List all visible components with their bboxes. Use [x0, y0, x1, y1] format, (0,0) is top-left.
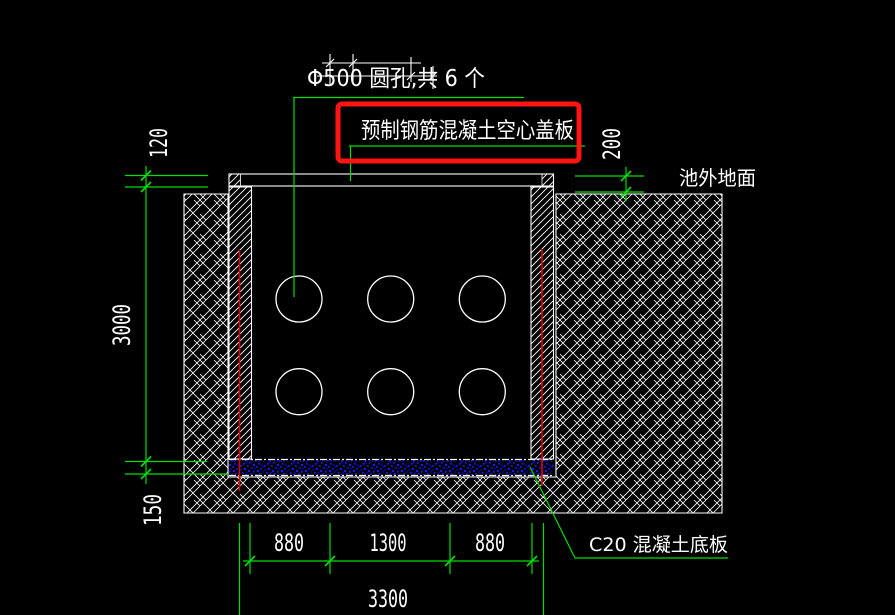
dim-cover-above-ground: 200 — [598, 128, 626, 160]
dimension-lines — [125, 166, 644, 615]
overlap-mark-ticks — [325, 58, 438, 81]
dim-span-total: 3300 — [368, 585, 408, 613]
dim-span-left: 880 — [274, 529, 304, 557]
base-slab — [229, 458, 554, 477]
bottom-extension-lines — [238, 523, 545, 615]
base-slab-fill — [229, 459, 554, 476]
hole-circle — [275, 275, 323, 323]
dim-pool-inner-height: 3000 — [108, 304, 136, 346]
hole-circles — [275, 275, 506, 416]
hole-circle — [367, 368, 415, 416]
cover-plate — [228, 173, 555, 187]
dim-base-thickness: 150 — [139, 494, 167, 526]
hole-circle — [458, 368, 506, 416]
overlap-mark-verticals — [329, 54, 434, 89]
slab-label-text: C20 混凝土底板 — [589, 534, 728, 556]
dim-cover-thickness: 120 — [145, 128, 173, 158]
slab-label-leader — [529, 466, 728, 559]
cover-label-text: 预制钢筋混凝土空心盖板 — [361, 119, 574, 144]
hole-circle — [275, 368, 323, 416]
cover-plate-end-left — [228, 173, 241, 187]
right-dimension-ticks — [620, 170, 632, 198]
overlap-marks — [317, 54, 438, 89]
cover-plate-end-right — [541, 173, 554, 187]
left-dimension-ticks — [140, 169, 152, 480]
hole-circle — [458, 275, 506, 323]
ground-label-text: 池外地面 — [679, 166, 756, 190]
dim-span-middle: 1300 — [370, 529, 407, 557]
left-extension-lines — [125, 174, 228, 475]
ground-section — [183, 193, 723, 514]
overlap-mark-lines — [317, 62, 437, 77]
highlight-box — [335, 101, 582, 164]
hole-note-text: Φ500 圆孔,共 6 个 — [307, 66, 485, 92]
marker-lines — [238, 249, 543, 491]
bottom-dimension-ticks — [244, 555, 538, 567]
hole-circle — [367, 275, 415, 323]
right-extension-lines — [575, 175, 644, 193]
dim-span-right: 880 — [475, 529, 505, 557]
